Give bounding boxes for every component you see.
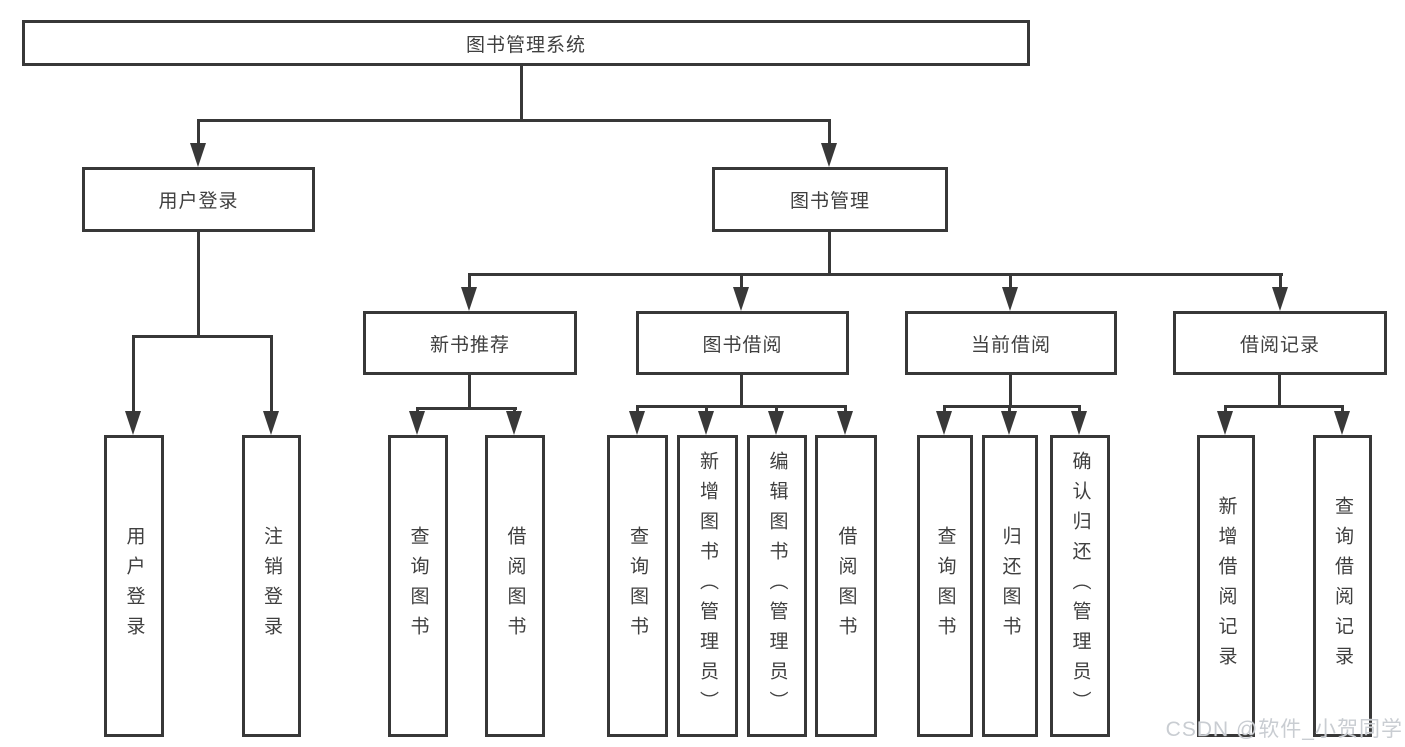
leaf-return-books: 归还图书 — [982, 435, 1038, 737]
arrow-l3d-1 — [1217, 411, 1233, 435]
arrow-leaf-login — [125, 411, 141, 435]
arrow-book-mgmt — [821, 143, 837, 167]
connector-borrow-records-stem — [1279, 273, 1282, 289]
connector-l3d-s2 — [1341, 405, 1344, 413]
connector-l3c-rail — [943, 405, 1081, 408]
connector-l3c-s2 — [1008, 405, 1011, 413]
connector-leaf-logout-stem — [270, 335, 273, 413]
node-library-management-system: 图书管理系统 — [22, 20, 1030, 66]
connector-l3d-s1 — [1224, 405, 1227, 413]
arrow-l3c-1 — [936, 411, 952, 435]
connector-l3b-down — [740, 375, 743, 405]
node-new-book-recommend: 新书推荐 — [363, 311, 577, 375]
connector-book-mgmt-down — [828, 232, 831, 273]
node-borrow-records: 借阅记录 — [1173, 311, 1387, 375]
connector-user-login-stem — [197, 119, 200, 145]
leaf-borrow-books-recommend: 借阅图书 — [485, 435, 545, 737]
leaf-query-books-borrow: 查询图书 — [607, 435, 668, 737]
arrow-current-borrow — [1002, 287, 1018, 311]
connector-root-rail — [198, 119, 831, 122]
leaf-confirm-return-admin: 确认归还（管理员） — [1050, 435, 1110, 737]
connector-l3c-s3 — [1078, 405, 1081, 413]
connector-l3c-down — [1009, 375, 1012, 405]
arrow-l3a-1 — [409, 411, 425, 435]
csdn-watermark: CSDN @软件_小贺同学 — [1165, 718, 1403, 741]
connector-new-book-stem — [468, 273, 471, 289]
arrow-l3b-3 — [768, 411, 784, 435]
connector-l3d-down — [1278, 375, 1281, 405]
connector-book-mgmt-rail — [469, 273, 1283, 276]
arrow-new-book — [461, 287, 477, 311]
node-current-borrow: 当前借阅 — [905, 311, 1117, 375]
arrow-l3c-2 — [1001, 411, 1017, 435]
connector-current-borrow-stem — [1009, 273, 1012, 289]
arrow-leaf-logout — [263, 411, 279, 435]
leaf-edit-books-admin: 编辑图书（管理员） — [747, 435, 807, 737]
connector-l3b-s2 — [705, 405, 708, 413]
arrow-book-borrow — [733, 287, 749, 311]
arrow-borrow-records — [1272, 287, 1288, 311]
node-user-login: 用户登录 — [82, 167, 315, 232]
connector-l3a-down — [468, 375, 471, 407]
arrow-l3b-1 — [629, 411, 645, 435]
connector-l3a-rail — [416, 407, 517, 410]
connector-user-login-down — [197, 232, 200, 335]
connector-l3a-s2 — [513, 407, 516, 413]
leaf-borrow-books: 借阅图书 — [815, 435, 877, 737]
leaf-query-books-current: 查询图书 — [917, 435, 973, 737]
connector-root-stem — [520, 64, 523, 119]
node-book-management: 图书管理 — [712, 167, 948, 232]
connector-book-mgmt-stem — [828, 119, 831, 145]
connector-book-borrow-stem — [740, 273, 743, 289]
connector-user-login-rail — [133, 335, 273, 338]
leaf-logout: 注销登录 — [242, 435, 301, 737]
leaf-query-books-recommend: 查询图书 — [388, 435, 448, 737]
node-book-borrow: 图书借阅 — [636, 311, 849, 375]
connector-leaf-login-stem — [132, 335, 135, 413]
connector-l3b-s4 — [844, 405, 847, 413]
leaf-query-borrow-record: 查询借阅记录 — [1313, 435, 1372, 737]
arrow-l3a-2 — [506, 411, 522, 435]
connector-l3b-s1 — [636, 405, 639, 413]
connector-l3a-s1 — [416, 407, 419, 413]
leaf-add-borrow-record: 新增借阅记录 — [1197, 435, 1255, 737]
connector-l3c-s1 — [943, 405, 946, 413]
leaf-user-login: 用户登录 — [104, 435, 164, 737]
arrow-l3d-2 — [1334, 411, 1350, 435]
connector-l3d-rail — [1224, 405, 1344, 408]
arrow-user-login — [190, 143, 206, 167]
arrow-l3b-4 — [837, 411, 853, 435]
arrow-l3c-3 — [1071, 411, 1087, 435]
arrow-l3b-2 — [698, 411, 714, 435]
leaf-add-books-admin: 新增图书（管理员） — [677, 435, 738, 737]
connector-l3b-s3 — [775, 405, 778, 413]
connector-l3b-rail — [636, 405, 847, 408]
